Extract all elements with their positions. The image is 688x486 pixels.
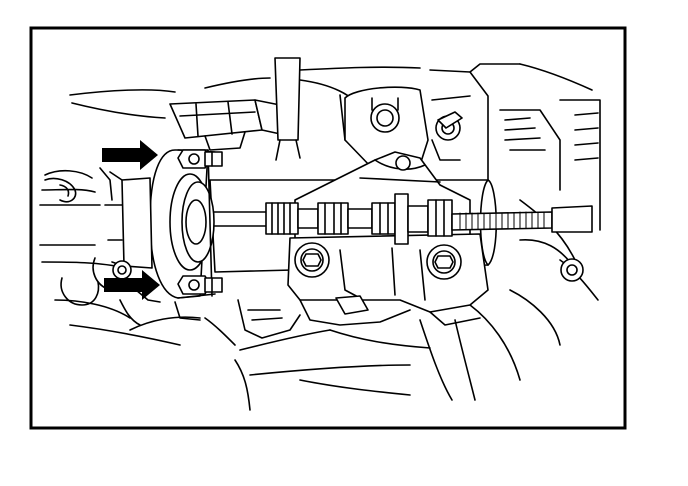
right-socket-bolt (426, 244, 462, 280)
upper-post (274, 57, 301, 161)
figure-frame (29, 26, 627, 430)
column-flange (104, 149, 216, 299)
lower-flange-nut (177, 275, 223, 295)
left-socket-bolt (294, 242, 330, 278)
background-body-outline (39, 63, 601, 411)
upper-connector (169, 99, 286, 151)
upper-arrow (102, 140, 158, 170)
lower-arrow (104, 270, 160, 300)
upper-flange-nut (177, 149, 223, 169)
steering-shaft (204, 193, 593, 282)
